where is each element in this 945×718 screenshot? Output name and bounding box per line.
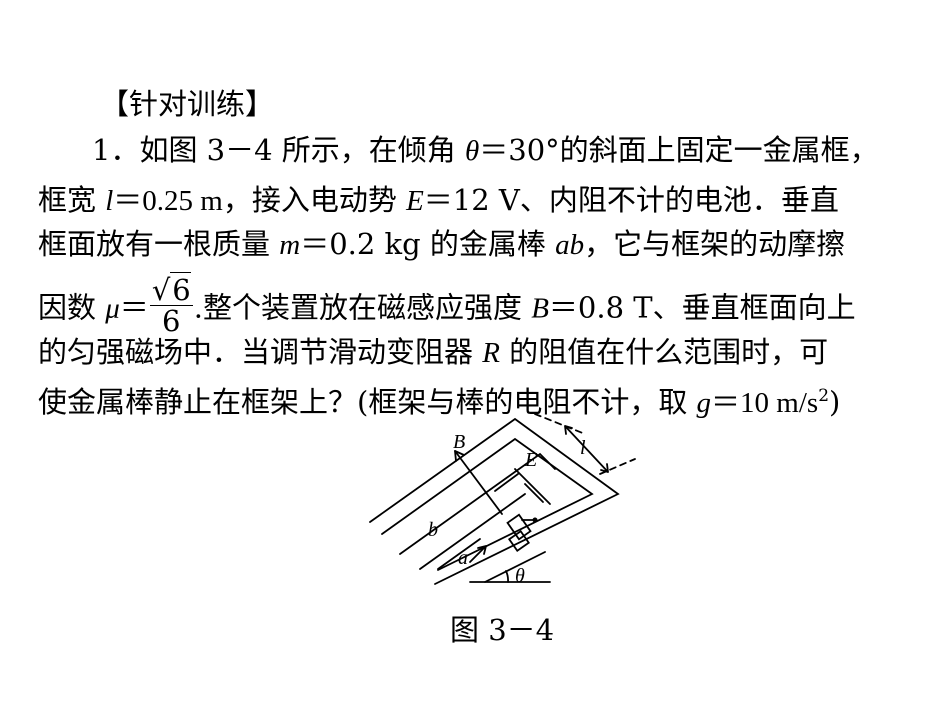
radicand: 6 bbox=[170, 272, 191, 307]
label-l: l bbox=[580, 437, 586, 459]
R-symbol: R bbox=[482, 337, 500, 369]
label-theta: θ bbox=[515, 565, 525, 587]
rheostat-body bbox=[506, 513, 532, 541]
battery-lead bbox=[494, 473, 519, 492]
text: 的阻值在什么范围时，可 bbox=[509, 335, 829, 369]
g-symbol: g bbox=[696, 387, 712, 419]
fraction-denominator: 6 bbox=[162, 304, 181, 338]
problem-line-5: 的匀强磁场中．当调节滑动变阻器 R 的阻值在什么范围时，可 bbox=[38, 334, 828, 371]
problem-line-3: 框面放有一根质量 m＝0.2 kg 的金属棒 ab，它与框架的动摩擦 bbox=[38, 226, 845, 263]
battery-plate-long bbox=[514, 468, 551, 505]
mu-symbol: μ bbox=[105, 292, 120, 325]
text: ＝30°的斜面上固定一金属框， bbox=[479, 133, 879, 167]
width-arrow bbox=[564, 425, 609, 473]
incline-line bbox=[484, 551, 546, 583]
rheostat-body-2 bbox=[507, 529, 531, 553]
rail-mid-1 bbox=[399, 452, 556, 555]
label-a: a bbox=[458, 547, 468, 569]
label-B: B bbox=[453, 431, 465, 453]
text: 框宽 bbox=[38, 183, 97, 217]
label-E: E bbox=[524, 449, 537, 471]
text: ＝10 m/s bbox=[711, 387, 819, 419]
angle-arc bbox=[505, 570, 509, 583]
text: ＝0.8 T、垂直框面向上 bbox=[548, 290, 856, 325]
label-b: b bbox=[428, 519, 438, 541]
text: 的匀强磁场中．当调节滑动变阻器 bbox=[38, 335, 474, 369]
text: 框面放有一根质量 bbox=[38, 227, 271, 261]
battery-plate-short bbox=[524, 483, 544, 503]
ab-symbol: ab bbox=[555, 229, 585, 261]
rail-mid-2 bbox=[419, 493, 526, 570]
problem-line-2: 框宽 l＝0.25 m，接入电动势 E＝12 V、内阻不计的电池．垂直 bbox=[38, 182, 839, 219]
B-arrowhead bbox=[454, 450, 465, 462]
problem-line-6: 使金属棒静止在框架上？(框架与棒的电阻不计，取 g＝10 m/s2) bbox=[38, 378, 840, 421]
slider-contact-dot bbox=[532, 517, 538, 523]
m-symbol: m bbox=[279, 229, 301, 261]
text: ，它与框架的动摩擦 bbox=[584, 227, 846, 261]
text: ＝0.25 m，接入电动势 bbox=[113, 185, 397, 217]
text: 使金属棒静止在框架上？(框架与棒的电阻不计，取 bbox=[38, 385, 688, 419]
fraction-numerator: √6 bbox=[149, 272, 193, 307]
text: ＝12 V、内阻不计的电池．垂直 bbox=[423, 183, 839, 217]
section-heading: 【针对训练】 bbox=[100, 87, 275, 121]
B-symbol: B bbox=[531, 292, 549, 325]
l-symbol: l bbox=[105, 185, 114, 217]
text: .整个装置放在磁感应强度 bbox=[193, 290, 522, 325]
text: 1．如图 3－4 所示，在倾角 bbox=[92, 133, 456, 167]
text: ) bbox=[829, 385, 841, 419]
E-symbol: E bbox=[406, 185, 424, 217]
text: ＝0.2 kg 的金属棒 bbox=[300, 227, 546, 261]
rod-arrow bbox=[469, 545, 487, 563]
B-field-arrow bbox=[454, 450, 503, 515]
incline-frame-figure: B E l b a θ bbox=[369, 414, 636, 587]
figure-caption: 图 3－4 bbox=[450, 613, 555, 647]
frame-inner bbox=[381, 437, 594, 571]
width-dashed-1 bbox=[534, 414, 586, 435]
problem-line-1: 1．如图 3－4 所示，在倾角 θ＝30°的斜面上固定一金属框， bbox=[92, 132, 879, 169]
exponent: 2 bbox=[818, 386, 830, 406]
text: ＝ bbox=[119, 290, 149, 325]
theta-symbol: θ bbox=[465, 135, 480, 167]
text: 因数 bbox=[38, 290, 97, 325]
metal-rod bbox=[437, 538, 481, 570]
